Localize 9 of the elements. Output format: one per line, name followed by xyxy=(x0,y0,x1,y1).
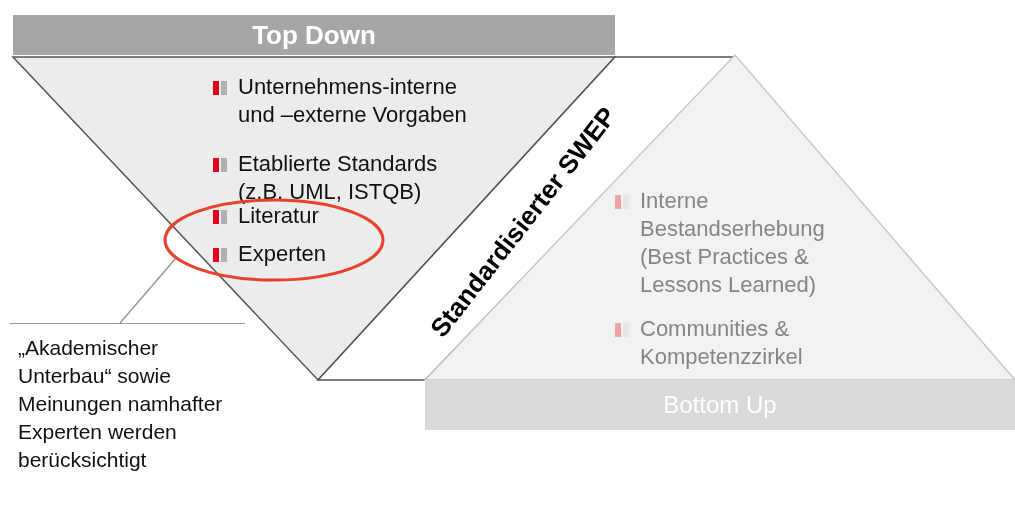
callout-text: „Akademischer Unterbau“ sowie Meinungen namhafter Experten werden berücksichtigt xyxy=(10,323,245,522)
bullet-text: Interne Bestandserhebung (Best Practices & Lessons Learned) xyxy=(640,187,826,299)
bullet-text: Experten xyxy=(238,240,328,268)
bullet-text: Communities & Kompetenzzirkel xyxy=(640,315,804,371)
bullet-text: Literatur xyxy=(238,203,320,230)
bullet-text: Etablierte Standards (z.B. UML, ISTQB) xyxy=(238,150,438,204)
leader-line xyxy=(119,257,177,324)
heading-band: Top Down xyxy=(13,15,615,55)
bullet-text: Unternehmens-interne und –externe Vorgaben xyxy=(238,73,468,129)
